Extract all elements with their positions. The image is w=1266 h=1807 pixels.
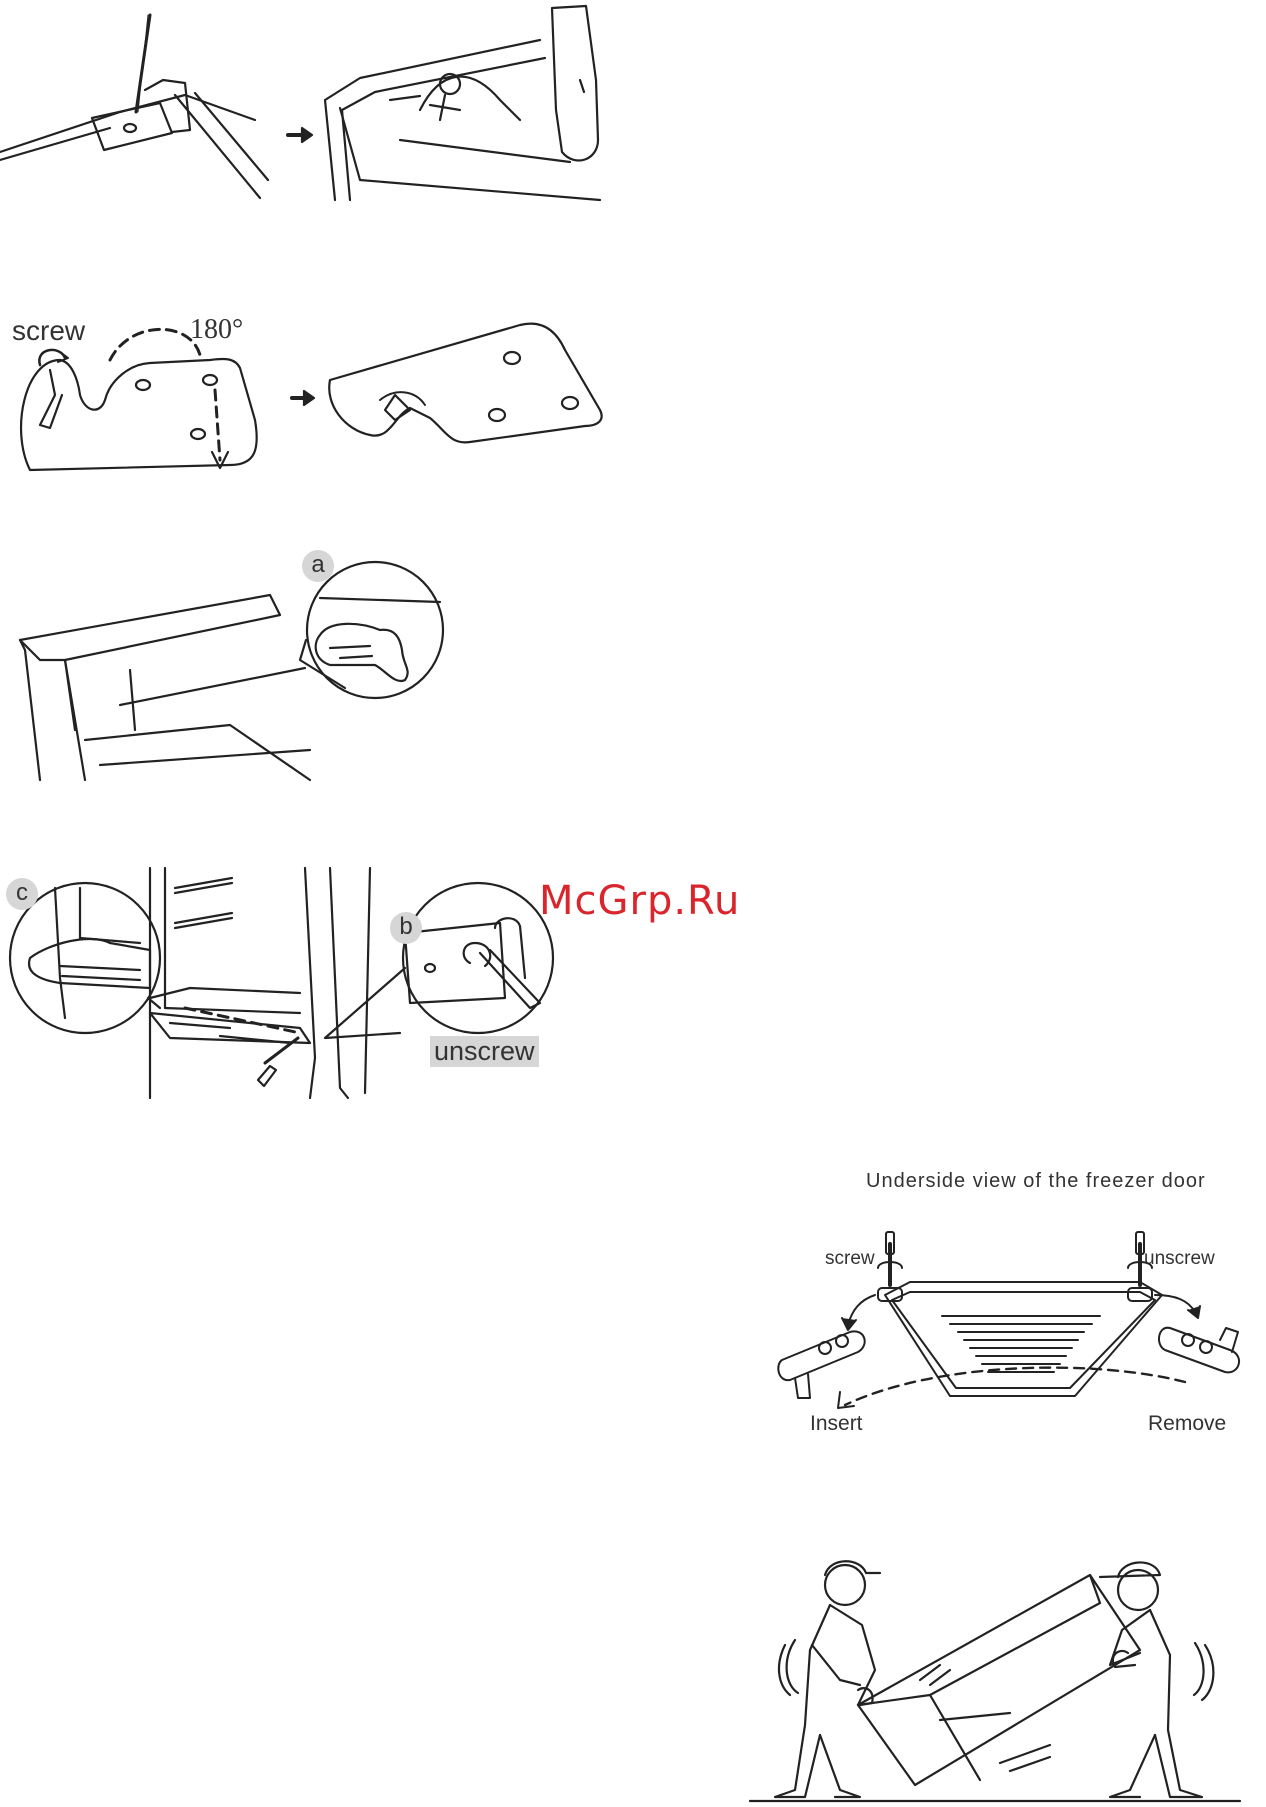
unscrew-label: unscrew xyxy=(430,1036,539,1067)
lower-hinge-figure: c b unscrew xyxy=(0,858,560,1108)
hinge-rotation-figure: screw 180° xyxy=(0,300,620,490)
freezer-door-figure: Underside view of the freezer door screw… xyxy=(770,1160,1250,1440)
watermark-text: McGrp.Ru xyxy=(539,878,740,924)
callout-c-badge: c xyxy=(6,878,38,910)
carrying-figure xyxy=(750,1535,1250,1805)
door-lift-figure: a xyxy=(0,530,460,790)
callout-b-badge: b xyxy=(390,912,422,944)
hinge-removal-figure xyxy=(0,0,610,210)
callout-a-badge: a xyxy=(302,550,334,582)
